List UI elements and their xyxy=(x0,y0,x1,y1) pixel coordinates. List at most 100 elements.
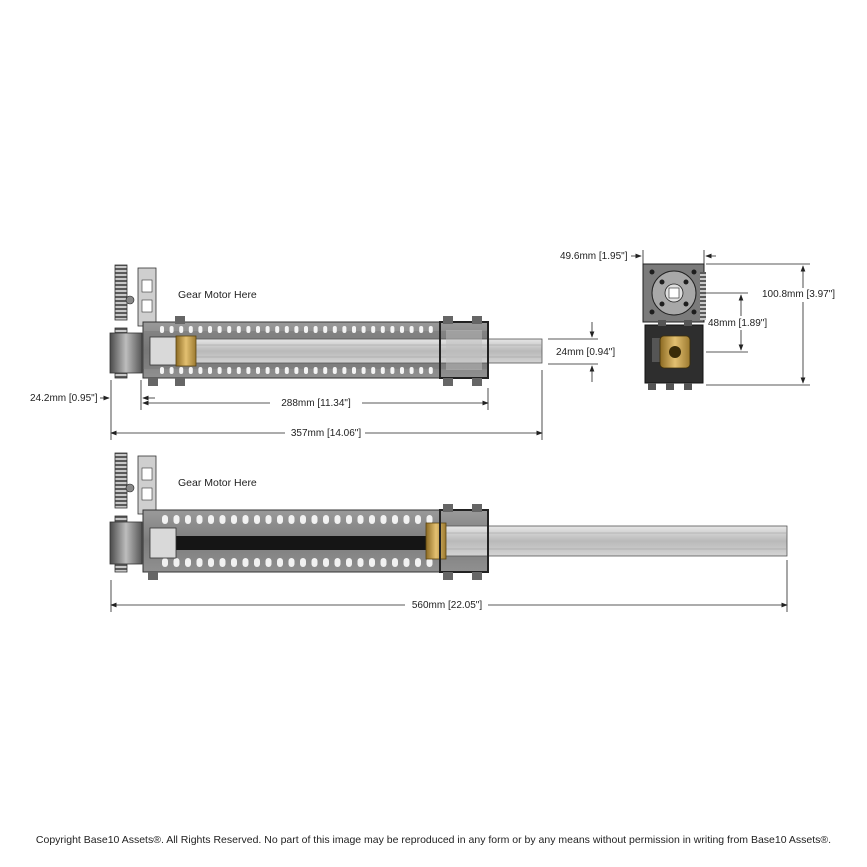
channel-hole xyxy=(300,515,306,524)
end-view-hole xyxy=(691,269,697,275)
dim-end-height: 100.8mm [3.97"] xyxy=(762,289,835,300)
lead-screw xyxy=(170,536,432,550)
channel-hole xyxy=(426,558,433,567)
channel-hole xyxy=(392,558,398,567)
channel-hole xyxy=(236,326,241,333)
drive-gear-upper xyxy=(114,452,128,509)
channel-hole xyxy=(275,367,280,374)
end-view-hole xyxy=(691,309,697,315)
channel-hole xyxy=(277,558,283,567)
end-view-hole xyxy=(659,279,665,285)
channel-hole xyxy=(371,326,376,333)
channel-holes-top-row xyxy=(162,515,433,524)
channel-hole xyxy=(169,326,174,333)
end-block xyxy=(439,509,489,573)
channel-holes-bottom-row xyxy=(162,558,433,567)
channel-hole xyxy=(208,326,212,333)
channel-hole xyxy=(208,367,212,374)
channel-hole xyxy=(265,558,272,567)
channel-hole xyxy=(254,515,260,524)
channel-hole xyxy=(265,326,270,333)
channel-hole xyxy=(173,558,180,567)
gear-hub xyxy=(109,332,143,374)
channel-hole xyxy=(160,367,164,374)
channel-hole xyxy=(227,367,232,374)
dim-end-center: 48mm [1.89"] xyxy=(708,318,767,329)
channel-hole xyxy=(380,515,387,524)
channel-hole xyxy=(392,515,398,524)
channel-hole xyxy=(196,558,203,567)
dim-end-width: 49.6mm [1.95"] xyxy=(560,251,628,262)
channel-hole xyxy=(208,515,214,524)
dim-channel-length: 288mm [11.34"] xyxy=(281,398,351,409)
channel-hole xyxy=(428,367,433,374)
extended-actuator xyxy=(109,452,788,580)
dimension-lines xyxy=(100,250,810,612)
channel-hole xyxy=(334,515,341,524)
channel-hole xyxy=(400,367,404,374)
dim-extended-length: 560mm [22.05"] xyxy=(412,600,482,611)
end-view-hole xyxy=(683,279,689,285)
channel-hole xyxy=(342,326,347,333)
channel-hole xyxy=(357,515,364,524)
channel-hole xyxy=(403,558,410,567)
bearing-block xyxy=(149,527,177,559)
copyright-notice: Copyright Base10 Assets®. All Rights Res… xyxy=(35,834,832,846)
channel-hole xyxy=(219,558,226,567)
channel-hole xyxy=(198,367,203,374)
channel-hole xyxy=(419,326,424,333)
channel-hole xyxy=(371,367,376,374)
channel-hole xyxy=(304,326,308,333)
channel-hole xyxy=(231,558,237,567)
channel-hole xyxy=(188,326,193,333)
channel-hole xyxy=(246,326,251,333)
drive-gear-upper xyxy=(114,264,128,321)
channel-hole xyxy=(357,558,364,567)
channel-hole xyxy=(380,326,385,333)
end-block xyxy=(439,321,489,379)
channel-hole xyxy=(231,515,237,524)
channel-hole xyxy=(323,326,328,333)
end-view-hole xyxy=(659,301,665,307)
motor-bracket xyxy=(137,267,157,327)
sliding-rail xyxy=(194,338,543,364)
channel-hole xyxy=(428,326,433,333)
brass-lead-nut xyxy=(175,335,197,367)
channel-hole xyxy=(217,367,222,374)
gear-motor-label-bottom: Gear Motor Here xyxy=(178,477,257,489)
end-view-hole xyxy=(649,309,655,315)
channel-hole xyxy=(236,367,241,374)
end-view-holes xyxy=(649,269,697,315)
channel-hole xyxy=(277,515,283,524)
channel-hole xyxy=(323,367,328,374)
channel-hole xyxy=(294,367,299,374)
dim-rail-width: 24mm [0.94"] xyxy=(556,347,615,358)
channel-hole xyxy=(313,326,318,333)
channel-hole xyxy=(227,326,232,333)
channel-hole xyxy=(304,367,308,374)
channel-hole xyxy=(242,558,249,567)
channel-hole xyxy=(352,367,356,374)
channel-hole xyxy=(179,326,184,333)
motor-bracket xyxy=(137,455,157,515)
channel-hole xyxy=(352,326,356,333)
channel-hole xyxy=(294,326,299,333)
channel-hole xyxy=(198,326,203,333)
channel-hole xyxy=(284,326,289,333)
channel-hole xyxy=(196,515,203,524)
channel-hole xyxy=(188,367,193,374)
channel-hole xyxy=(256,326,260,333)
channel-hole xyxy=(323,558,329,567)
channel-hole xyxy=(265,367,270,374)
channel-holes-top-row xyxy=(160,326,433,333)
retracted-actuator xyxy=(109,264,543,386)
channel-hole xyxy=(242,515,249,524)
gear-hub xyxy=(109,521,143,565)
channel-hole xyxy=(334,558,341,567)
channel-hole xyxy=(288,515,295,524)
channel-hole xyxy=(369,558,375,567)
channel-hole xyxy=(284,367,289,374)
channel-hole xyxy=(265,515,272,524)
channel-hole xyxy=(254,558,260,567)
channel-hole xyxy=(380,367,385,374)
